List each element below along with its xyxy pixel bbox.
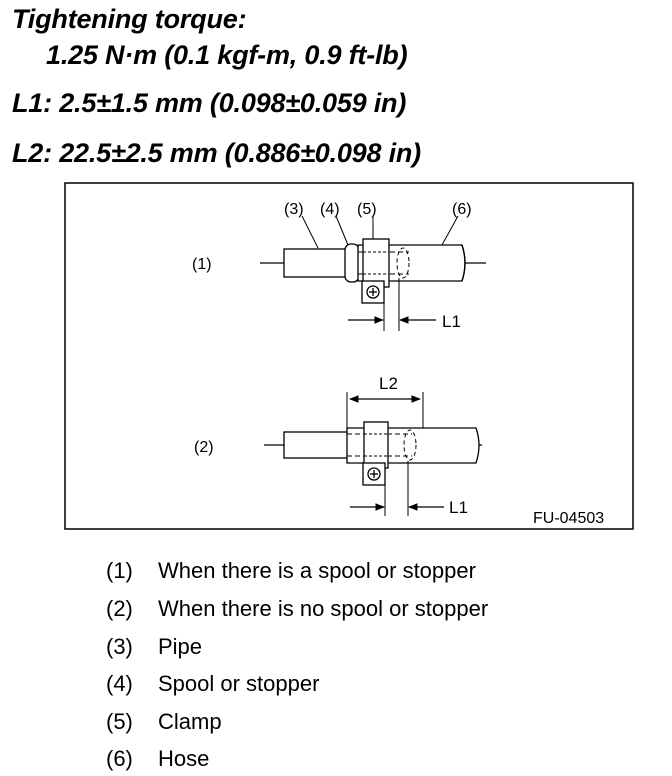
case2-drawing bbox=[264, 392, 482, 516]
figure-code: FU-04503 bbox=[533, 510, 604, 527]
pipe-bulge bbox=[396, 247, 410, 279]
legend-item-1: (1) When there is a spool or stopper bbox=[106, 558, 476, 584]
legend-text: When there is no spool or stopper bbox=[158, 596, 489, 621]
pipe-bulge-case2 bbox=[403, 429, 417, 461]
clamp-case2 bbox=[363, 421, 389, 469]
legend-item-2: (2) When there is no spool or stopper bbox=[106, 596, 488, 622]
legend-item-3: (3) Pipe bbox=[106, 634, 202, 660]
case2-label: (2) bbox=[194, 439, 214, 456]
legend-number: (2) bbox=[106, 596, 133, 621]
pipe bbox=[283, 248, 351, 278]
legend-number: (5) bbox=[106, 709, 133, 734]
pipe-case2 bbox=[283, 431, 351, 459]
legend-number: (4) bbox=[106, 671, 133, 696]
legend-item-5: (5) Clamp bbox=[106, 709, 222, 735]
callout-spool: (4) bbox=[320, 201, 340, 218]
legend-number: (1) bbox=[106, 558, 133, 583]
clamp bbox=[362, 238, 390, 288]
callout-clamp: (5) bbox=[357, 201, 377, 218]
figure-frame bbox=[64, 182, 634, 530]
hose-end bbox=[461, 244, 466, 282]
case1-drawing bbox=[260, 215, 486, 331]
spool bbox=[344, 243, 360, 283]
legend-text: Clamp bbox=[158, 709, 222, 734]
case2-dim-l2: L2 bbox=[379, 374, 398, 393]
case1-dim-l1: L1 bbox=[442, 312, 461, 331]
case1-label: (1) bbox=[192, 256, 212, 273]
l2-spec: L2: 22.5±2.5 mm (0.886±0.098 in) bbox=[12, 138, 421, 168]
hose-clamp-diagram: (3) (4) (5) (6) (1) L1 L2 (2) L1 FU-0450… bbox=[64, 182, 634, 530]
l1-spec: L1: 2.5±1.5 mm (0.098±0.059 in) bbox=[12, 88, 407, 118]
callout-pipe: (3) bbox=[284, 201, 304, 218]
legend-text: When there is a spool or stopper bbox=[158, 558, 476, 583]
legend-item-4: (4) Spool or stopper bbox=[106, 671, 319, 697]
callout-hose: (6) bbox=[452, 201, 472, 218]
legend-text: Spool or stopper bbox=[158, 671, 320, 696]
case2-dim-l1: L1 bbox=[449, 498, 468, 517]
legend-text: Hose bbox=[158, 746, 210, 771]
legend-number: (6) bbox=[106, 746, 133, 771]
torque-title: Tightening torque: bbox=[12, 4, 247, 34]
legend-item-6: (6) Hose bbox=[106, 746, 209, 772]
torque-value: 1.25 N·m (0.1 kgf-m, 0.9 ft-lb) bbox=[46, 40, 408, 70]
legend-text: Pipe bbox=[158, 634, 203, 659]
legend-number: (3) bbox=[106, 634, 133, 659]
